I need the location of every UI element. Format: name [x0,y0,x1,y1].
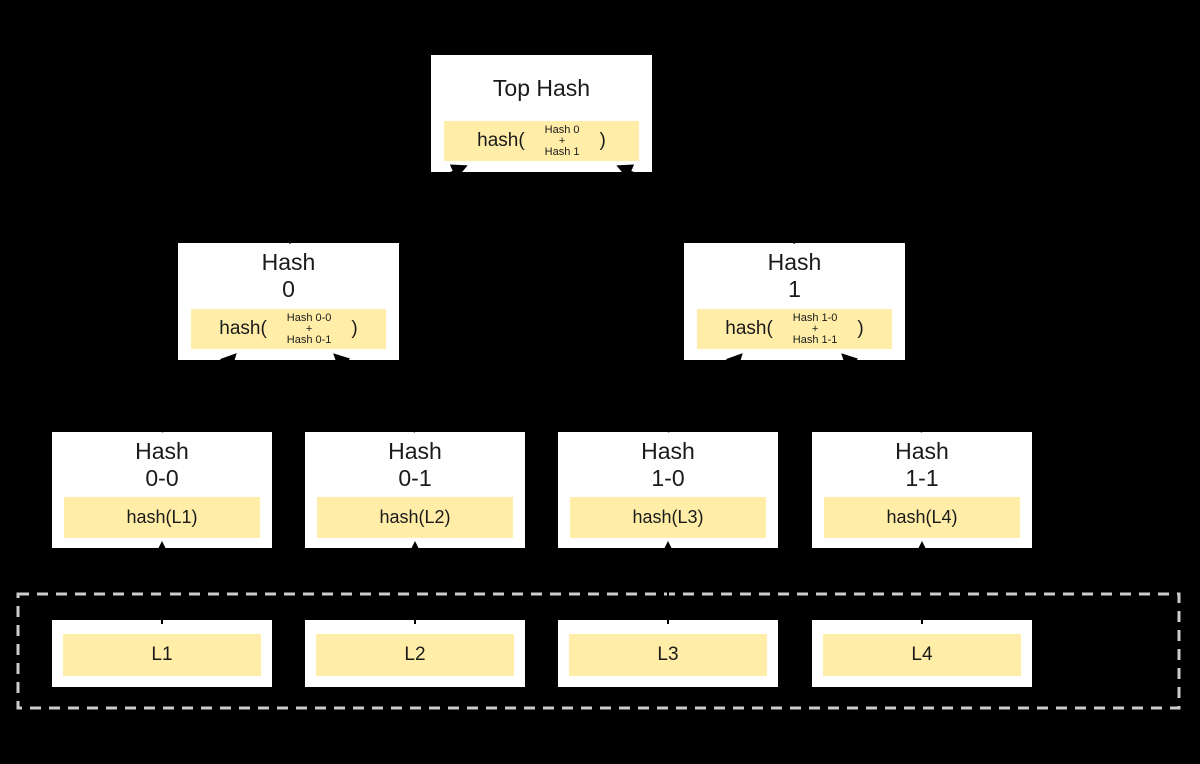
hash-label: hash(L2) [379,507,451,527]
operand-top: Hash 1-0 [792,311,838,324]
hash-fn-open: hash( [477,130,525,151]
plus-operator: + [811,322,819,335]
arrow-hash10-to-hash1 [667,353,743,433]
node-title-line1: Hash [261,249,316,275]
node-hash-0: Hash 0 hash( Hash 0-0 + Hash 0-1 ) [178,243,399,360]
node-title: Hash 1-0 [558,432,778,497]
node-hash-1-0: Hash 1-0 hash(L3) [558,432,778,548]
node-title: Hash 1 [684,243,905,309]
node-title: Top Hash [492,74,591,101]
hash-fn-open: hash( [219,318,267,339]
data-block-l3: L3 [558,620,778,687]
operand-top: Hash 0 [544,123,580,136]
data-block-l2: L2 [305,620,525,687]
hash-expression: hash(L2) [317,497,513,538]
hash-label: hash(L4) [886,507,958,527]
arrow-hash01-to-hash0 [333,353,416,433]
data-block-label-box: L1 [63,634,261,676]
hash-fn-open: hash( [725,318,773,339]
hash-expression: hash(L4) [824,497,1020,538]
node-title: Hash 0 [178,243,399,309]
node-title-line1: Hash [767,249,822,275]
hash-operands: Hash 1-0 + Hash 1-1 [792,311,838,346]
node-title-line2: 0-1 [398,464,432,491]
node-title: Hash 1-1 [812,432,1032,497]
node-title-line2: 1-0 [651,464,685,491]
hash-fn-close: ) [351,318,358,339]
operand-bottom: Hash 1-1 [792,333,838,346]
data-block-label-box: L2 [316,634,514,676]
arrow-hash00-to-hash0 [161,353,237,433]
node-title-line2: 1 [788,276,801,302]
node-title-line1: Hash [895,437,949,464]
hash-fn-close: ) [599,130,606,151]
hash-expression: hash( Hash 0 + Hash 1 ) [444,121,639,161]
arrow-hash11-to-hash1 [841,353,923,433]
node-title-line2: 0 [282,276,295,302]
hash-label: hash(L1) [126,507,198,527]
node-title-line2: 0-0 [145,464,179,491]
data-block-label: L4 [911,644,933,665]
node-title-line1: Hash [388,437,442,464]
node-title-line1: Hash [135,437,189,464]
hash-expression: hash(L3) [570,497,766,538]
node-hash-1: Hash 1 hash( Hash 1-0 + Hash 1-1 ) [684,243,905,360]
arrow-hash0-to-tophash [288,164,468,244]
node-top-hash: Top Hash hash( Hash 0 + Hash 1 ) [431,55,652,172]
operand-bottom: Hash 0-1 [286,333,332,346]
data-block-l1: L1 [52,620,272,687]
node-hash-1-1: Hash 1-1 hash(L4) [812,432,1032,548]
operand-bottom: Hash 1 [544,145,580,158]
hash-fn-close: ) [857,318,864,339]
hash-expression: hash( Hash 1-0 + Hash 1-1 ) [697,309,892,349]
hash-operands: Hash 0-0 + Hash 0-1 [286,311,332,346]
data-block-label: L2 [404,644,426,665]
node-title: Hash 0-1 [305,432,525,497]
data-block-label: L3 [657,644,679,665]
node-title-line1: Hash [641,437,695,464]
hash-expression: hash( Hash 0-0 + Hash 0-1 ) [191,309,386,349]
data-block-l4: L4 [812,620,1032,687]
hash-operands: Hash 0 + Hash 1 [544,123,580,158]
hash-label: hash(L3) [632,507,704,527]
node-hash-0-0: Hash 0-0 hash(L1) [52,432,272,548]
plus-operator: + [305,322,313,335]
arrow-hash1-to-tophash [616,164,796,244]
node-title-line2: 1-1 [905,464,939,491]
node-hash-0-1: Hash 0-1 hash(L2) [305,432,525,548]
data-block-label-box: L3 [569,634,767,676]
operand-top: Hash 0-0 [286,311,332,324]
hash-expression: hash(L1) [64,497,260,538]
node-title: Hash 0-0 [52,432,272,497]
data-block-label: L1 [151,644,173,665]
data-block-label-box: L4 [823,634,1021,676]
plus-operator: + [558,134,566,147]
